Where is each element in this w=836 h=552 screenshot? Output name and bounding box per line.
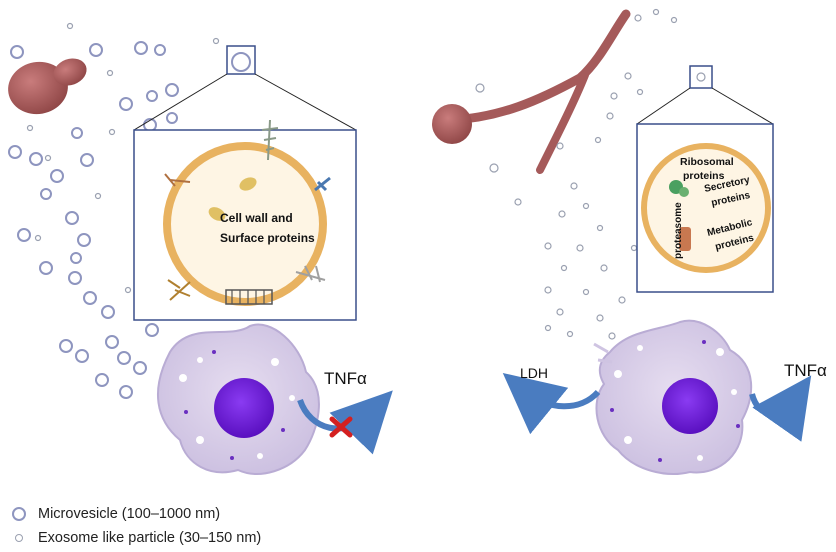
left-vesicle-cloud	[8, 41, 179, 399]
ribosomal-label-2: proteins	[683, 170, 725, 182]
ribosomal-label-1: Ribosomal	[680, 156, 734, 168]
left-inset-vesicle	[163, 119, 331, 306]
left-tnf-arrow-icon	[297, 390, 393, 455]
legend-exosome-label: Exosome like particle (30–150 nm)	[38, 530, 262, 546]
legend-microvesicle-label: Microvesicle (100–1000 nm)	[38, 506, 221, 522]
left-nucleus	[214, 378, 274, 438]
left-inset-label-2: Surface proteins	[220, 231, 315, 245]
block-x-icon	[329, 416, 353, 438]
right-tnf-label: TNFα	[784, 361, 827, 380]
left-tnf-label: TNFα	[324, 369, 367, 388]
left-inset-label-1: Cell wall and	[220, 211, 293, 225]
right-nucleus	[662, 378, 718, 434]
hypha-fungus-icon	[432, 9, 631, 174]
proteasome-label: proteasome	[673, 202, 684, 259]
right-exosome-cloud	[475, 8, 678, 340]
microvesicle-symbol-icon	[12, 507, 26, 521]
ldh-arrow-icon	[502, 373, 601, 435]
legend-exosome: Exosome like particle (30–150 nm)	[12, 530, 261, 546]
ldh-label: LDH	[520, 365, 548, 381]
exosome-symbol-icon	[15, 534, 23, 542]
legend-microvesicle: Microvesicle (100–1000 nm)	[12, 506, 220, 522]
right-tnf-arrow-icon	[749, 375, 812, 442]
yeast-cell-icon	[8, 58, 87, 115]
right-inset-vesicle	[641, 143, 771, 273]
left-exosome-cloud	[26, 22, 220, 294]
